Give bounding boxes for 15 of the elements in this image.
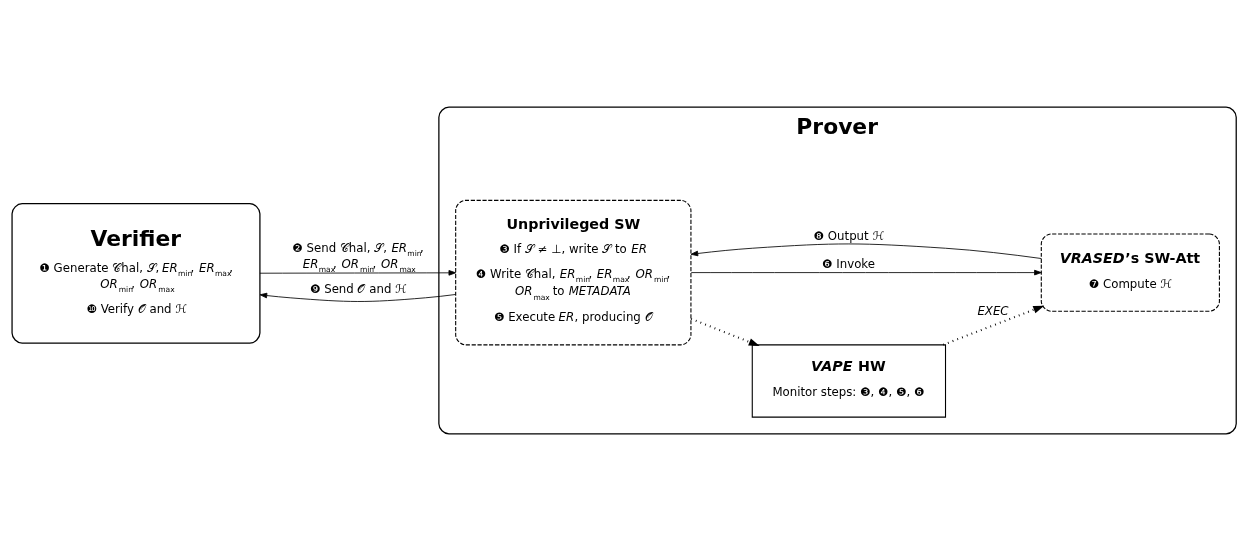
arrow: [690, 243, 1042, 259]
edge-label: EXEC: [977, 304, 1009, 319]
arrow: [690, 317, 760, 347]
arrow: [259, 270, 457, 276]
arrow: [259, 292, 456, 302]
edge-label: ❻ Invoke: [822, 257, 875, 272]
arrow: [690, 269, 1042, 276]
edge-label: ❽ Output ℋ: [813, 228, 885, 243]
edge-label: ❷ Send 𝒞hal, 𝒮, ER$_{min}$, ER$_{max}$, OR$_{min}$, OR$_{max}$: [292, 240, 424, 275]
node-box: VRASED’s SW-Att ❼ Compute ℋ: [1040, 233, 1220, 312]
node-box: Verifier ❶ Generate 𝒞hal, 𝒮, ER$_{min}$, ER$_{max}$, OR$_{min}$, OR$_{max}$ ❿ Verify 𝒪 and ℋ: [11, 203, 261, 344]
edge-label: ❾ Send 𝒪 and ℋ: [309, 282, 407, 297]
node-box: Unprivileged SW ❸ If 𝒮 ≠ ⊥, write 𝒮 to ER ❹ Write 𝒞hal, ER$_{min}$, ER$_{max}$, OR$_{min}$, OR$_{max}$ to METADATA ❺ Execute ER, producing 𝒪: [455, 199, 692, 346]
arrow: [942, 305, 1045, 346]
node-box: VAPE HW Monitor steps: ❸, ❹, ❺, ❻: [751, 344, 947, 418]
